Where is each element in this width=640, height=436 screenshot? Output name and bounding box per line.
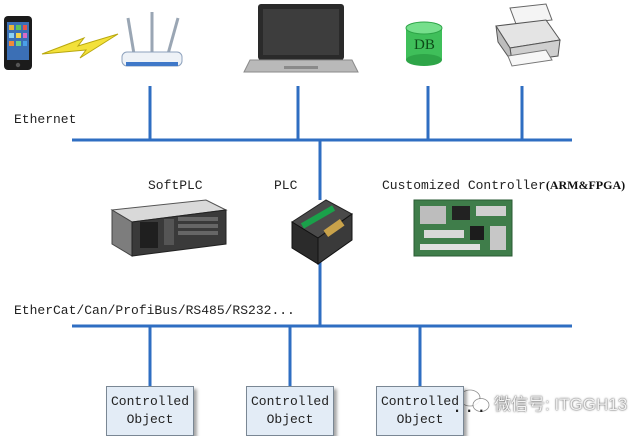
customized-controller-label: Customized Controller(ARM&FPGA)	[382, 178, 625, 193]
ethernet-label: Ethernet	[14, 112, 77, 127]
ethernet-bus	[72, 86, 572, 200]
controlled-object-line2: Object	[396, 412, 444, 427]
controlled-object-line1: Controlled	[250, 394, 329, 409]
controlled-object-line2: Object	[266, 412, 314, 427]
fieldbus-bus	[72, 258, 572, 388]
plc-label: PLC	[274, 178, 298, 193]
controlled-object-line1: Controlled	[380, 394, 459, 409]
fieldbus-label: EtherCat/Can/ProfiBus/RS485/RS232...	[14, 303, 295, 318]
db-label: DB	[414, 37, 435, 53]
softplc-server-icon	[110, 199, 228, 257]
controlled-object-3: Controlled Object	[376, 386, 464, 436]
database-icon	[405, 21, 443, 66]
controlled-object-1: Controlled Object	[106, 386, 194, 436]
arm-fpga-note: (ARM&FPGA)	[545, 178, 626, 192]
custom-controller-board-icon	[413, 199, 513, 257]
controlled-object-line1: Controlled	[110, 394, 189, 409]
controlled-object-2: Controlled Object	[246, 386, 334, 436]
smartphone-icon	[4, 16, 32, 70]
controlled-object-line2: Object	[126, 412, 174, 427]
customized-controller-text: Customized Controller	[382, 178, 546, 193]
watermark-text: 微信号: ITGGH13	[494, 395, 628, 414]
more-objects-ellipsis: ...	[454, 392, 491, 417]
plc-module-icon	[291, 199, 353, 265]
printer-icon	[495, 3, 561, 67]
router-icon	[121, 12, 183, 67]
wechat-icon	[459, 389, 490, 412]
laptop-icon	[243, 4, 359, 73]
softplc-label: SoftPLC	[148, 178, 203, 193]
wireless-link-icon	[41, 33, 119, 59]
